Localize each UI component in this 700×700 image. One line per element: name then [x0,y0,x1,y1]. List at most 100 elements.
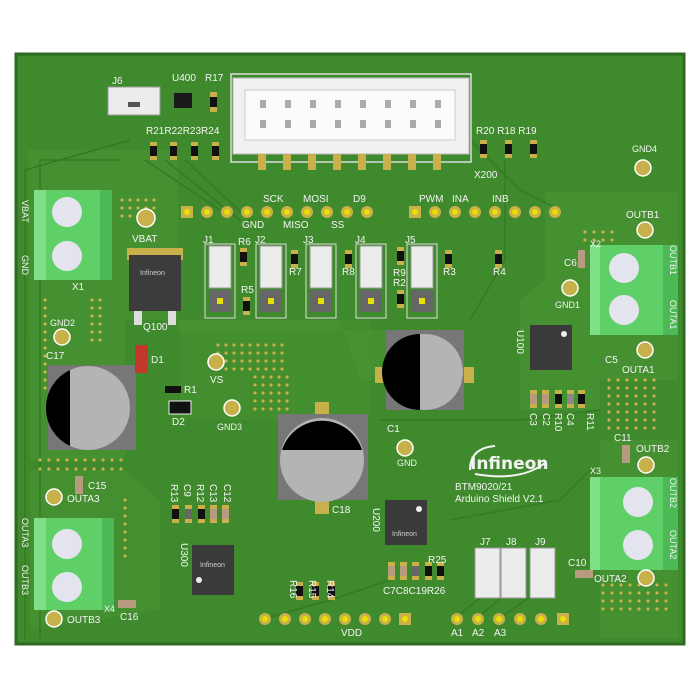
via [643,418,647,422]
via [637,583,641,587]
via [634,402,638,406]
vs-test-point[interactable] [207,353,225,371]
label-r3: R3 [443,267,456,278]
via [610,591,614,595]
label-c18: C18 [332,505,351,516]
via [601,607,605,611]
via [47,467,51,471]
jumper-cap [410,245,434,289]
arduino-header-top-pins[interactable] [181,206,561,218]
via [90,338,94,342]
via [619,607,623,611]
via [652,394,656,398]
x4-terminal-block[interactable] [34,518,114,610]
via [583,230,587,234]
via [277,375,281,379]
gnd3-test-point[interactable] [223,399,241,417]
r17-body [210,97,217,107]
x2-terminal-block[interactable] [590,245,678,335]
gnd2-test-point[interactable] [53,328,71,346]
board-name: BTM9020/21 [455,482,513,493]
label-j2: J2 [255,235,266,246]
via [224,359,228,363]
via [272,367,276,371]
c17-electrolytic-capacitor [45,365,136,450]
header-pin-hole [244,209,250,215]
jumper-outline [305,243,337,319]
label-outb3-tp: OUTB3 [67,615,101,626]
outa3-test-point[interactable] [45,488,63,506]
logo-text: Infineon [470,454,548,474]
header-pin-hole [344,209,350,215]
via [74,467,78,471]
label-r21-r24: R21R22R23R24 [146,126,220,137]
x1-terminal-block[interactable] [34,190,112,280]
label-c7-c8-c19-r26: C7C8C19R26 [383,586,446,597]
pin-label-gnd: GND [242,220,264,231]
via [248,343,252,347]
x200-pin [410,100,416,108]
resistor-body [328,586,335,596]
gnd-test-point[interactable] [396,439,414,457]
via [261,399,265,403]
x200-header-connector[interactable] [230,73,472,170]
via [610,599,614,603]
jumpers-j1-j5[interactable] [204,243,438,319]
label-x1-vbat: VBAT [20,200,30,223]
label-d2: D2 [172,417,185,428]
label-c17: C17 [46,351,65,362]
x200-pin [410,120,416,128]
x200-pin [435,100,441,108]
via [607,418,611,422]
via [98,306,102,310]
j6-connector[interactable] [107,86,161,116]
u100-chip [530,325,572,370]
outa1-test-point[interactable] [636,341,654,359]
via [216,343,220,347]
u400-chip [174,93,192,108]
resistor-body [150,146,157,156]
via [43,354,47,358]
resistors-r20-r18-r19 [480,140,537,158]
arduino-header-bottom-pins[interactable] [259,613,569,625]
gnd1-test-point[interactable] [561,279,579,297]
resistor-body [397,251,404,261]
outa2-test-point[interactable] [637,569,655,587]
outb1-test-point[interactable] [636,221,654,239]
header-pin-hole [284,209,290,215]
header-pin-hole [262,616,268,622]
label-r10: R10 [552,413,563,432]
x3-terminal-block[interactable] [590,477,678,570]
x200-pad [358,154,366,170]
gnd4-test-point[interactable] [634,159,652,177]
via [625,394,629,398]
outb2-test-point[interactable] [637,456,655,474]
via [625,386,629,390]
via [261,391,265,395]
label-r2: R2 [393,278,406,289]
via [607,394,611,398]
via [277,391,281,395]
outb3-test-point[interactable] [45,610,63,628]
label-c13: C13 [207,484,218,503]
via [264,351,268,355]
via [625,410,629,414]
x200-pad [333,154,341,170]
via [646,591,650,595]
header-pin-hole [324,209,330,215]
via [272,359,276,363]
jumpers-j7-j9[interactable] [474,547,556,599]
via [601,583,605,587]
label-j3: J3 [303,235,314,246]
label-r6: R6 [238,237,251,248]
via [110,467,114,471]
header-pin-hole [454,616,460,622]
via [240,343,244,347]
via [652,418,656,422]
pin-label-mosi: MOSI [303,194,329,205]
label-u100: U100 [514,330,525,354]
via [128,206,132,210]
via [123,506,127,510]
vbat-test-point[interactable] [136,208,156,228]
